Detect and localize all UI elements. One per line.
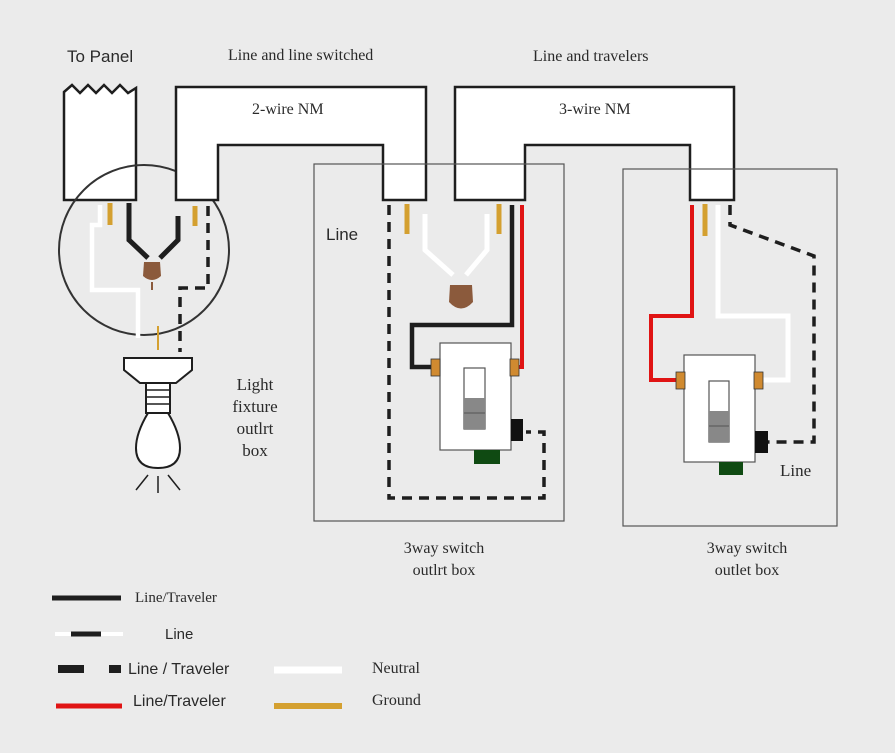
common-terminal-2 xyxy=(755,431,768,453)
two-wire-nm-label: 2-wire NM xyxy=(252,101,324,118)
switch-box-2-label-line-1: 3way switch xyxy=(706,540,788,557)
light-fixture-box-label-line-2: fixture xyxy=(232,397,278,416)
line-label-box1: Line xyxy=(326,225,359,244)
light-fixture-box-label: Light fixture outlrt box xyxy=(232,374,277,462)
common-terminal-1 xyxy=(511,419,523,441)
switch-box-1-label-line-1: 3way switch xyxy=(403,540,485,557)
switch-box-2-label-line-2: outlet box xyxy=(714,562,780,579)
panel-cable xyxy=(62,83,138,202)
switch-box-1-outline xyxy=(313,163,565,522)
light-fixture-box-circle xyxy=(58,164,230,336)
switch-box-2-label: 3way switch outlet box xyxy=(707,538,787,582)
legend-label-solid-black: Line/Traveler xyxy=(135,590,217,606)
terminal-right-1 xyxy=(509,358,520,377)
terminal-left-2 xyxy=(675,371,686,390)
switch-box-2-wires xyxy=(649,204,816,475)
two-wire-nm-cable xyxy=(174,85,428,202)
three-wire-nm-label: 3-wire NM xyxy=(559,101,631,118)
switch-box-1-label-line-2: outlrt box xyxy=(412,562,476,579)
light-fixture-box-label-line-1: Light xyxy=(236,375,274,394)
ground-screw-2 xyxy=(719,462,743,475)
light-bulb-fixture xyxy=(123,357,193,493)
to-panel-label: To Panel xyxy=(67,47,134,66)
line-and-travelers-label: Line and travelers xyxy=(533,48,649,65)
line-and-line-switched-label: Line and line switched xyxy=(228,47,374,64)
wire-nut-1 xyxy=(143,262,161,280)
light-fixture-box-label-line-4: box xyxy=(242,441,268,460)
legend-label-solid-red: Line/Traveler xyxy=(133,693,226,710)
terminal-left-1 xyxy=(430,358,441,377)
legend-label-dashed-black: Line / Traveler xyxy=(128,661,230,678)
legend-swatches xyxy=(52,595,342,709)
line-label-box2: Line xyxy=(780,461,812,480)
switch-box-2-outline xyxy=(622,168,838,527)
light-box-wires xyxy=(89,203,210,352)
terminal-right-2 xyxy=(753,371,764,390)
switch-box-1-label: 3way switch outlrt box xyxy=(404,538,484,582)
legend-label-solid-white: Neutral xyxy=(372,660,420,677)
ground-screw-1 xyxy=(474,450,500,464)
legend-label-solid-ground: Ground xyxy=(372,692,421,709)
wire-nut-2 xyxy=(449,285,473,309)
three-wire-nm-cable xyxy=(453,85,736,202)
switch-box-1-wires xyxy=(387,204,546,500)
light-fixture-box-label-line-3: outlrt xyxy=(236,419,274,438)
legend-label-white-black-white: Line xyxy=(165,626,194,643)
